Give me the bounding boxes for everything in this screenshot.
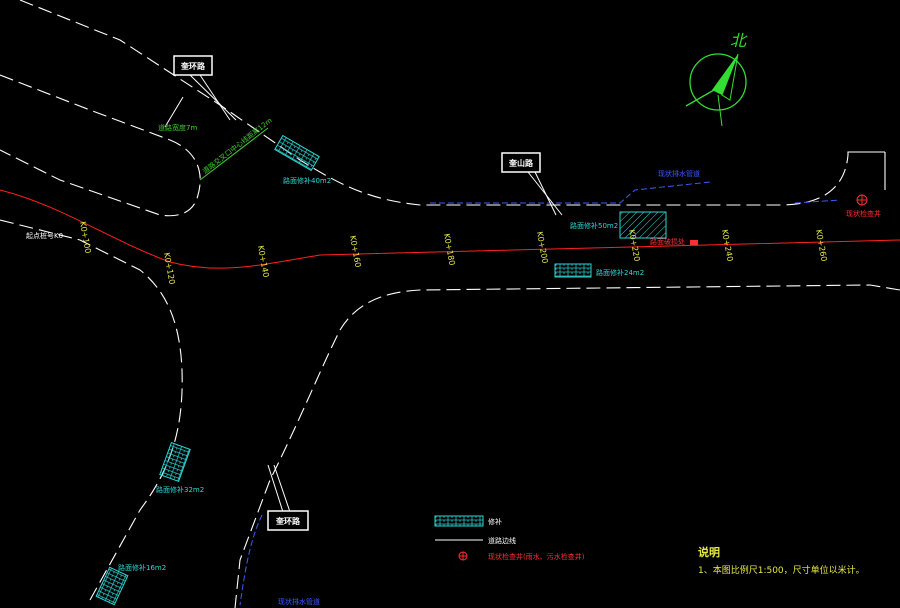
pipe-line-top [430,181,711,204]
road-width-label: 道路宽度7m [158,123,197,132]
manhole-label: 现状检查井 [846,209,881,218]
station-label: K0+240 [720,229,734,262]
legend-item-label: 修补 [488,517,502,526]
pipe-line-top-right [794,199,841,204]
patch-area-left-lower [159,441,191,483]
notes-title: 说明 [698,545,720,559]
legend-item-label: 现状检查井(雨水、污水检查井) [488,552,585,561]
callout-text: 奎环路 [180,61,206,71]
callout-box-c: 奎环路 [267,510,309,531]
station-label: K0+180 [442,233,456,266]
legend: 修补 道路边线 现状检查井(雨水、污水检查井) [434,515,585,561]
station-label: K0+160 [348,235,362,268]
station-label: K0+120 [162,252,176,285]
patch-label: 路面修补32m2 [156,485,204,494]
dimension-line [199,127,269,181]
station-label: K0+140 [256,245,270,278]
damage-marker [690,240,698,245]
dimension-label: 道路交叉口中心线距离12m [201,116,274,176]
notes: 说明 1、本图比例尺1:500，尺寸单位以米计。 [698,545,865,576]
pipe-line-bottom [239,514,263,606]
station-label: K0+260 [814,229,828,262]
pipe-label: 现状排水管道 [658,169,700,178]
legend-item-label: 道路边线 [488,536,516,545]
patch-label: 路面修补50m2 [570,221,618,230]
manhole-icon [856,194,868,206]
notes-item: 1、本图比例尺1:500，尺寸单位以米计。 [698,564,865,576]
patch-area-left-bottom [95,566,129,606]
station-start-label: 起点桩号K0 [26,231,63,240]
patch-area-middle [619,211,667,239]
callout-text: 奎山路 [508,158,534,168]
road-centerline [0,189,900,269]
legend-manhole-icon [458,551,468,561]
callout-text: 奎环路 [275,516,301,526]
north-arrow-icon: 北 [685,31,748,127]
patch-label: 路面修补24m2 [596,268,644,277]
callout-leaders [164,74,563,513]
station-label: K0+200 [535,231,549,264]
callout-box-a: 奎环路 [173,55,213,76]
north-label: 北 [730,31,748,50]
patch-area-top [274,134,320,172]
patch-label: 路面修补16m2 [118,563,166,572]
legend-hatch-swatch [434,515,484,527]
damage-label: 路面破损处 [650,237,685,246]
pipe-label: 现状排水管道 [278,597,320,606]
callout-box-b: 奎山路 [501,152,541,173]
patch-label: 路面修补40m2 [283,176,331,185]
patch-area-center [554,263,592,278]
station-labels: K0+100 K0+120 K0+140 K0+160 K0+180 K0+20… [78,221,828,285]
